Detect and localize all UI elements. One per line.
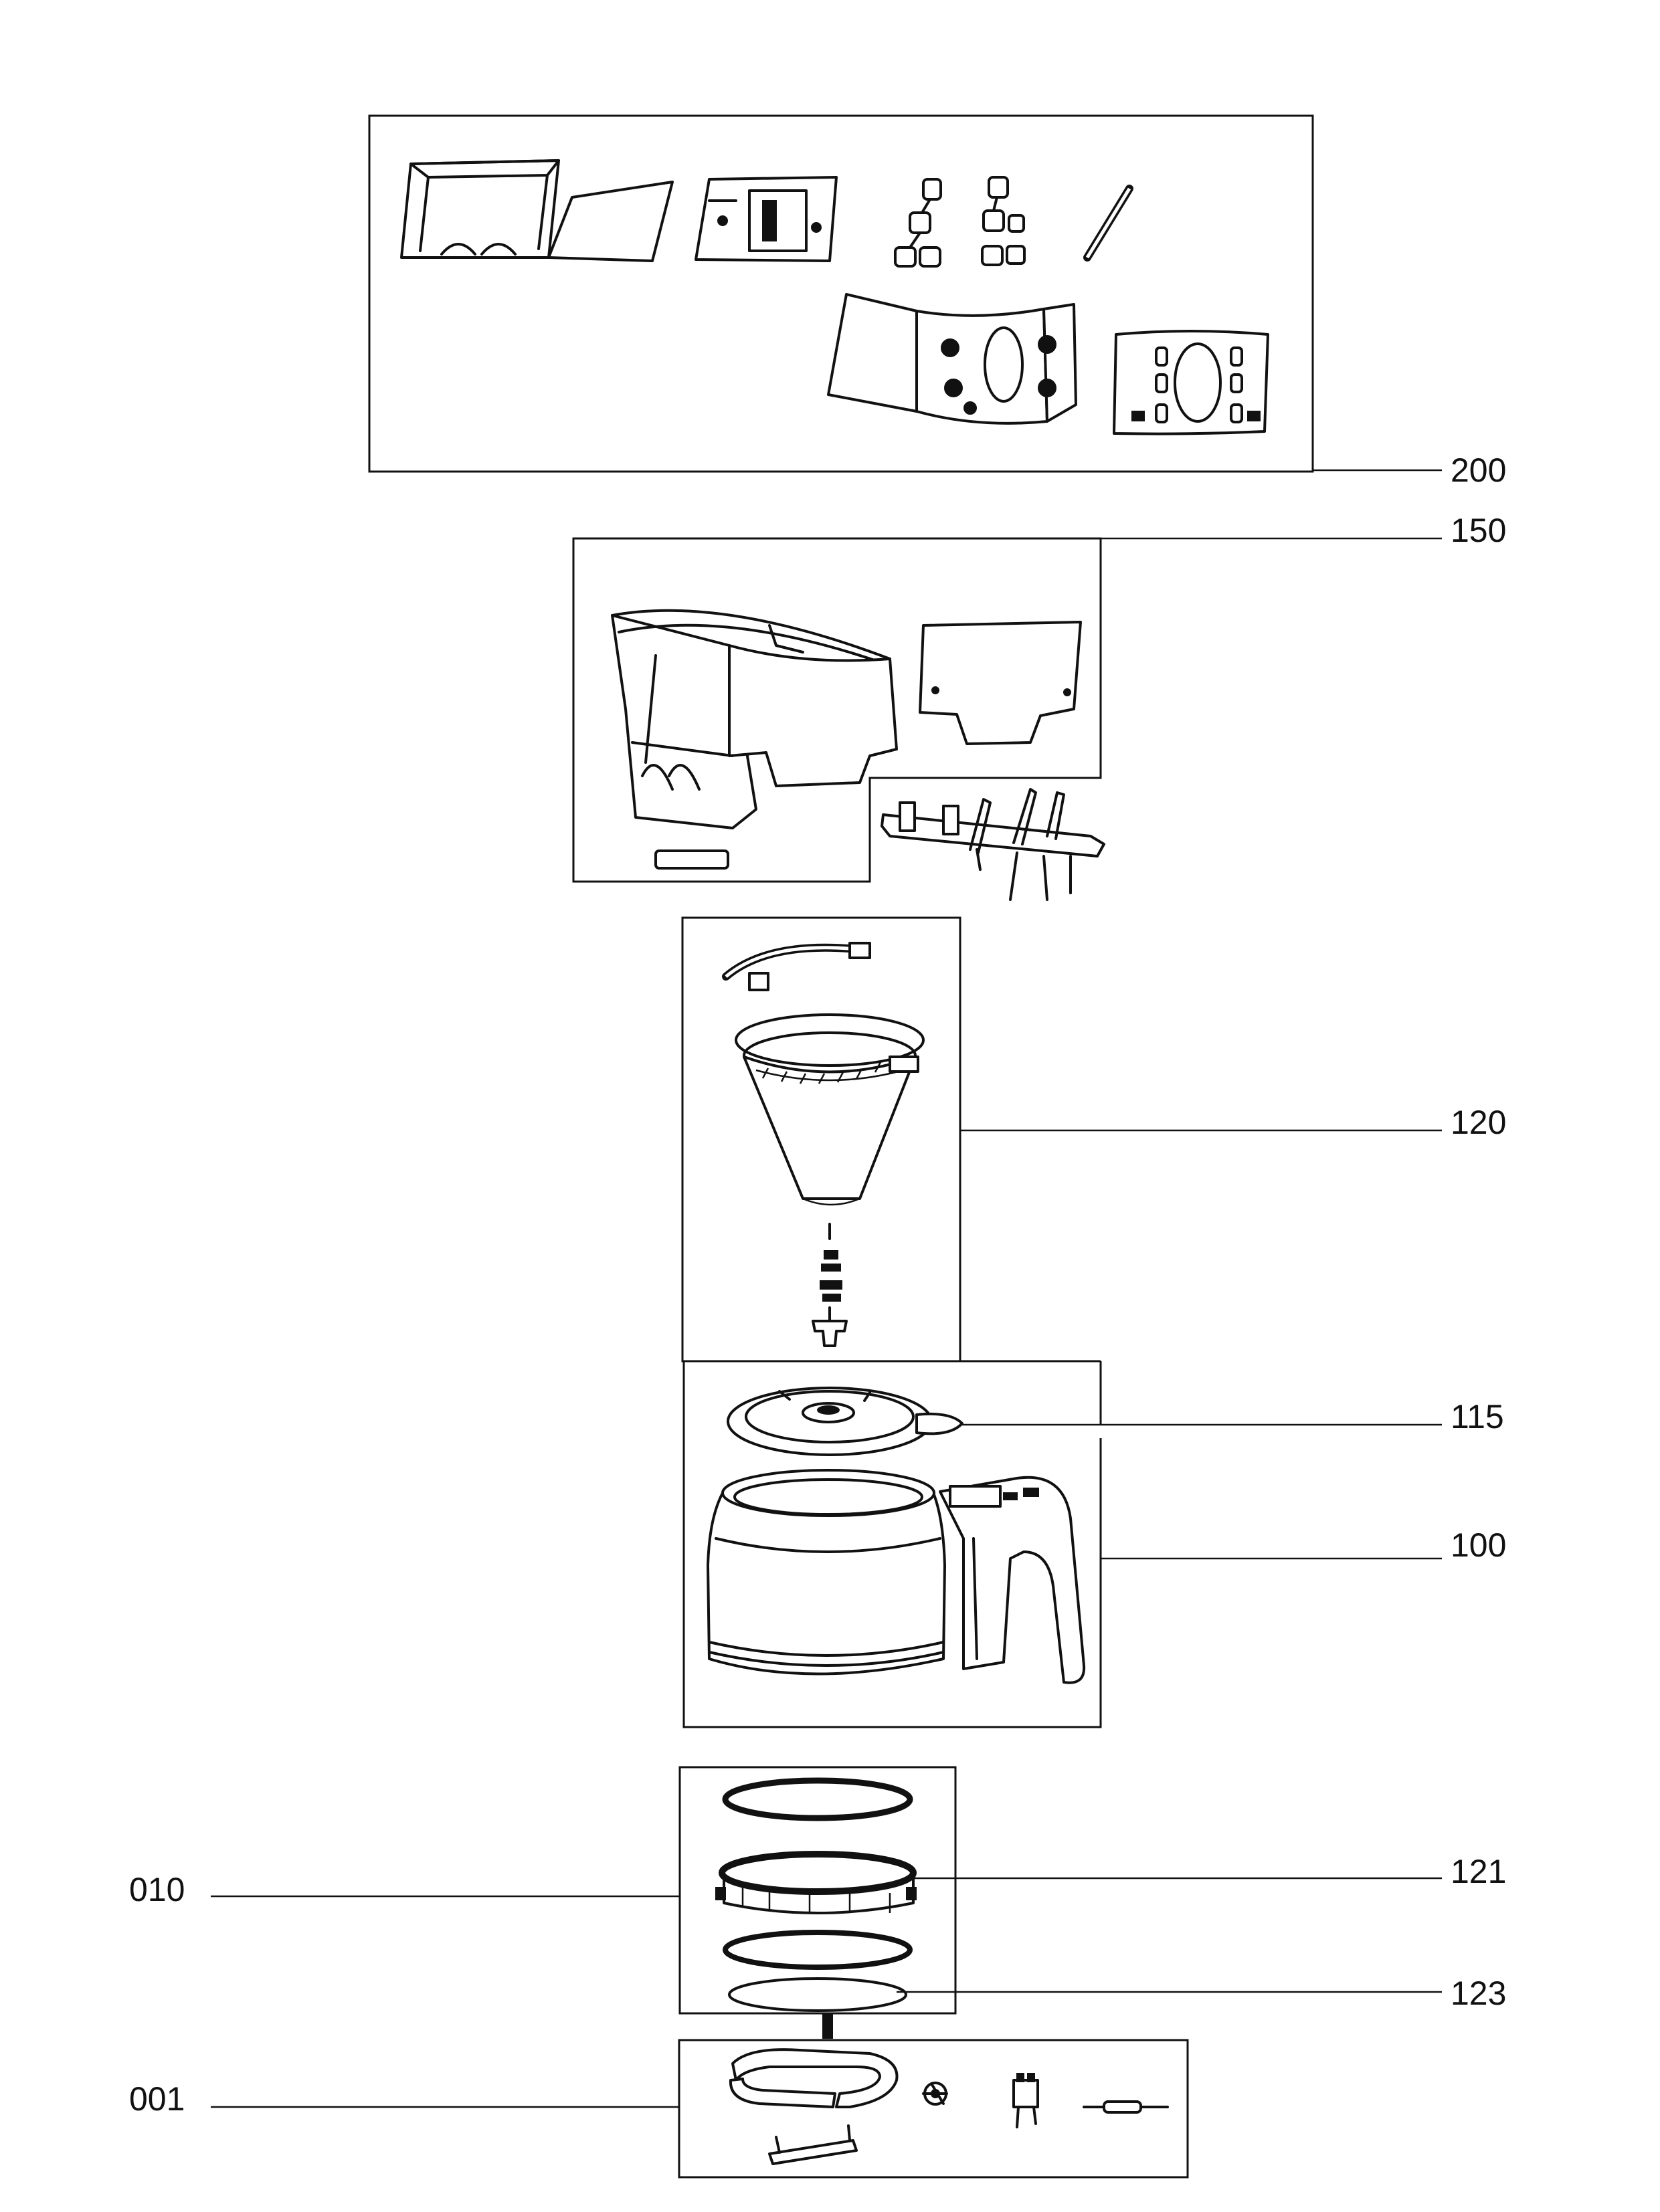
part-carafe-jug xyxy=(707,1469,946,1676)
group-001-frame xyxy=(678,2039,1189,2179)
part-face-plate xyxy=(1113,330,1269,435)
group-100-carafe xyxy=(682,1360,1442,1728)
part-heating-element xyxy=(729,2048,899,2165)
part-seal-ring-upper xyxy=(722,1777,913,1821)
part-filter-cone xyxy=(735,1013,925,1206)
part-thermostat xyxy=(922,2082,948,2106)
callout-121: 121 xyxy=(1451,1853,1506,1890)
part-tray xyxy=(400,159,560,259)
group-200-frame xyxy=(368,114,1314,473)
group-120-filter-basket xyxy=(681,916,1442,1363)
part-valve-bracket xyxy=(881,788,1105,901)
part-screw-connector xyxy=(822,2014,833,2039)
callout-123: 123 xyxy=(1451,1975,1506,2012)
part-drip-stop-valve xyxy=(812,1223,848,1347)
group-200-control-panel xyxy=(368,114,1442,473)
part-basket-clip-ring xyxy=(722,942,871,991)
callout-labels: 200 150 120 115 100 010 121 123 001 xyxy=(129,451,1506,2118)
part-small-block xyxy=(654,849,729,870)
callout-001: 001 xyxy=(129,2080,185,2118)
group-001-base-parts xyxy=(211,2014,1189,2179)
part-fuse xyxy=(1083,2100,1169,2114)
part-front-panel xyxy=(827,293,1077,425)
part-button-cluster-b xyxy=(981,176,1026,266)
group-010-base-rings xyxy=(211,1766,1442,2015)
part-button-cluster-a xyxy=(894,178,942,268)
part-flat-plate xyxy=(547,181,674,262)
part-water-reservoir xyxy=(611,609,898,829)
callout-150: 150 xyxy=(1451,512,1506,549)
part-carafe-handle xyxy=(939,1476,1086,1684)
part-switch xyxy=(1012,2073,1039,2128)
part-seal-ring-middle xyxy=(723,1930,913,1970)
callout-115: 115 xyxy=(1451,1398,1504,1435)
part-reservoir-cover xyxy=(919,621,1082,745)
part-seal-ring-lower xyxy=(728,1977,907,2012)
group-150-water-tank xyxy=(572,537,1442,901)
callout-120: 120 xyxy=(1451,1104,1506,1141)
callout-010: 010 xyxy=(129,1871,185,1908)
callout-200: 200 xyxy=(1451,451,1506,489)
callout-100: 100 xyxy=(1451,1526,1506,1564)
part-circuit-board xyxy=(695,176,838,262)
part-carafe-lid xyxy=(727,1387,963,1456)
part-base-ring-collar xyxy=(715,1851,917,1914)
group-100-frame xyxy=(682,1360,1102,1728)
group-010-frame xyxy=(678,1766,957,2015)
part-light-pipe xyxy=(1083,185,1133,262)
